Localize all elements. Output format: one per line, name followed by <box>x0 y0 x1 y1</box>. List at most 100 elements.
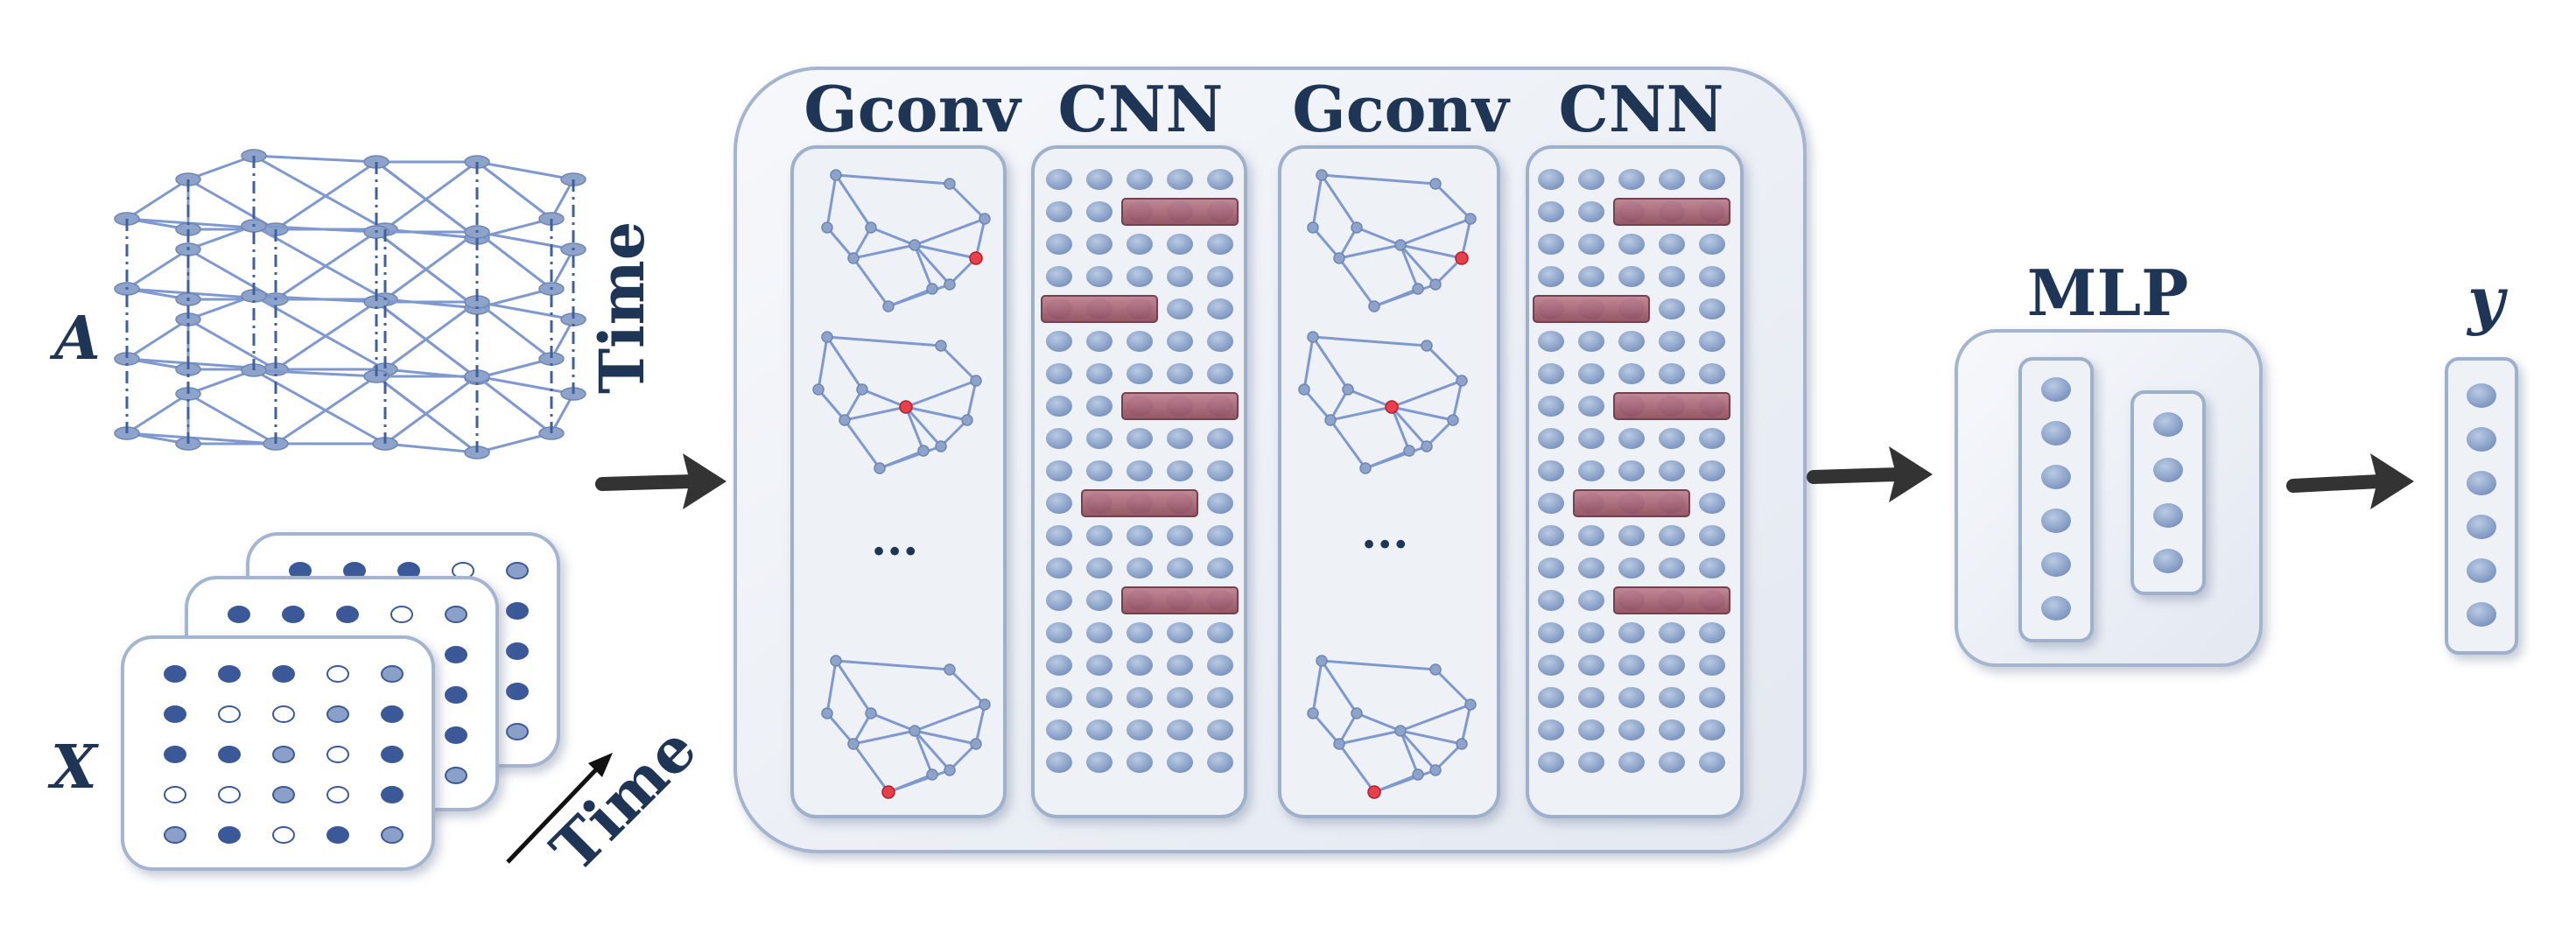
cnn-2-cell <box>1659 752 1685 773</box>
graph-1c-highlight-node <box>881 785 895 799</box>
graph-1b-edge <box>826 335 942 347</box>
graph-layer-3-edge <box>376 375 478 454</box>
graph-1c-node <box>830 655 842 667</box>
cnn-2-cell <box>1538 622 1564 643</box>
graph-1a-node <box>926 283 938 295</box>
cnn-1-cell <box>1207 558 1233 579</box>
graph-layer-1-edge <box>253 224 377 234</box>
cnn-1-cell <box>1167 460 1193 481</box>
cnn-1-title: CNN <box>1058 72 1224 146</box>
matrix-2-entry <box>445 686 467 704</box>
graph-2b-highlight-node <box>1385 400 1399 414</box>
graph-1b <box>812 331 982 474</box>
output-node <box>2467 558 2496 583</box>
cnn-1-cell <box>1086 460 1113 481</box>
cnn-1-cell <box>1086 266 1113 287</box>
gconv-1-ellipsis: ··· <box>871 525 918 579</box>
cnn-2-cell <box>1659 622 1685 643</box>
graph-1c-edge <box>870 712 916 733</box>
cnn-1-conv-kernel <box>1121 392 1239 420</box>
graph-1a-node <box>909 239 921 251</box>
mlp-1-node <box>2041 421 2071 445</box>
cnn-2-cell <box>1618 655 1645 676</box>
cnn-1-cell <box>1046 525 1072 546</box>
mlp-1-node <box>2041 377 2071 402</box>
graph-1c-node <box>926 768 938 781</box>
cnn-2-cell <box>1618 363 1645 384</box>
cnn-1-cell <box>1046 719 1072 740</box>
graph-1b-edge <box>904 406 943 447</box>
graph-2a-node <box>1368 300 1380 312</box>
cnn-2-cell <box>1659 234 1685 255</box>
cnn-2-cell <box>1699 234 1725 255</box>
cnn-1-cell <box>1046 558 1072 579</box>
graph-2b-edge <box>1391 379 1463 409</box>
cnn-2-cell <box>1618 719 1645 740</box>
matrix-1-entry <box>164 786 186 803</box>
gconv-1-title: Gconv <box>804 72 1022 146</box>
cnn-1-cell <box>1127 460 1153 481</box>
graph-1a-edge <box>913 244 951 285</box>
cnn-1-cell <box>1086 363 1113 384</box>
graph-1b-edge <box>861 388 907 409</box>
mlp-2-node <box>2153 412 2183 437</box>
cnn-2-cell <box>1659 655 1685 676</box>
matrix-1-entry <box>164 746 186 763</box>
cnn-1-cell <box>1167 298 1193 319</box>
graph-1c-edge <box>948 668 986 706</box>
matrix-2-entry <box>390 606 413 623</box>
graph-2a-edge <box>1399 244 1420 290</box>
graph-1c-node <box>909 725 921 737</box>
cnn-1-cell <box>1046 460 1072 481</box>
graph-1a-edge <box>853 243 916 260</box>
graph-2a-edge <box>1400 217 1471 247</box>
graph-layer-0-edge <box>126 178 189 221</box>
graph-1a-edge <box>835 173 951 186</box>
graph-1b-node <box>812 383 825 396</box>
cnn-2-cell <box>1578 719 1604 740</box>
graph-layer-0-edge <box>476 160 574 181</box>
mlp-2-node <box>2153 549 2183 573</box>
mlp-1-node <box>2041 552 2071 577</box>
cnn-1-cell <box>1046 396 1072 417</box>
matrix-1-entry <box>381 786 404 803</box>
cnn-1-conv-kernel <box>1121 586 1239 614</box>
matrix-1-entry <box>272 665 295 683</box>
graph-layer-3-edge <box>253 368 377 378</box>
cnn-2-cell <box>1538 169 1564 190</box>
cnn-1-cell <box>1046 655 1072 676</box>
matrix-1-entry <box>381 705 404 723</box>
cnn-1-cell <box>1127 169 1153 190</box>
matrix-2-entry <box>445 767 467 784</box>
cnn-2-conv-kernel <box>1613 392 1730 420</box>
graph-1a-edge <box>914 217 986 247</box>
graph-layer-1-edge <box>187 224 255 251</box>
cnn-1-cell <box>1046 622 1072 643</box>
graph-2b-node <box>1456 375 1468 387</box>
matrix-2-entry <box>445 726 467 744</box>
graph-1a-edge <box>913 244 934 290</box>
graph-1c <box>821 655 991 799</box>
graph-1b-node <box>874 462 886 474</box>
graph-1c-edge <box>948 742 978 772</box>
graph-2c-highlight-node <box>1367 785 1381 799</box>
graph-1c-node <box>865 707 877 719</box>
feature-matrix-stack <box>121 532 560 871</box>
graph-layer-3-edge <box>275 375 377 445</box>
cnn-1-cell <box>1167 655 1193 676</box>
cnn-2-title: CNN <box>1559 72 1724 146</box>
graph-2c-edge <box>1399 730 1420 775</box>
output-node <box>2467 602 2496 627</box>
graph-2c-edge <box>1337 743 1376 793</box>
graph-1c-edge <box>914 703 986 733</box>
output-node <box>2467 383 2496 408</box>
graph-1c-edge <box>853 729 916 746</box>
adjacency-graph-stack <box>114 149 586 459</box>
matrix-1-entry <box>381 826 404 844</box>
graph-2b <box>1298 331 1468 474</box>
cnn-1-cell <box>1127 331 1153 352</box>
matrix-2-entry <box>445 646 467 663</box>
graph-layer-3-edge <box>476 431 552 454</box>
graph-layer-3-edge <box>253 368 386 445</box>
mlp-2-node <box>2153 503 2183 528</box>
